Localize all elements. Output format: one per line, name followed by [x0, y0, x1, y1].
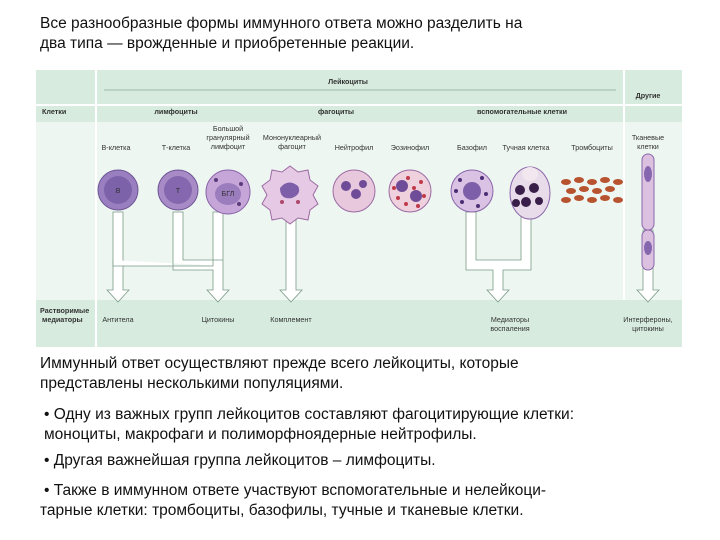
label-mono-1: Мононуклеарный	[263, 133, 321, 142]
bullet-auxiliary-line-2: тарные клетки: тромбоциты, базофилы, туч…	[40, 501, 680, 521]
heading-text: реакции.	[346, 35, 415, 52]
label-lgl-1: Большой	[213, 124, 243, 133]
label-platelets: Тромбоциты	[571, 143, 613, 152]
b-cell-letter: B	[116, 186, 121, 195]
text: • Другая важнейшая группа лейкоцитов –	[44, 452, 346, 469]
term-basophils: базофилы	[248, 502, 323, 519]
text: и	[203, 426, 222, 443]
header-other: Другие	[636, 91, 661, 100]
row-label-cells: Клетки	[42, 107, 66, 116]
label-mono-2: фагоцит	[278, 142, 307, 151]
text: .	[431, 452, 436, 469]
group-auxiliary: вспомогательные клетки	[477, 107, 567, 116]
bullet-auxiliary: • Также в иммунном ответе участвуют вспо…	[40, 481, 680, 521]
text: .	[519, 502, 524, 519]
immune-cells-figure: Лейкоциты Другие Клетки лимфоциты фагоци…	[36, 70, 682, 347]
arrow-antibodies	[106, 211, 130, 303]
term-neutrophils: полиморфноядерные нейтрофилы	[221, 426, 473, 443]
bullet-phagocytes: • Одну из важных групп лейкоцитов состав…	[44, 405, 684, 445]
term-mast-tissue-cells: тучные и тканевые клетки	[331, 502, 520, 519]
label-lgl-2: гранулярный	[206, 133, 249, 142]
label-lgl-3: лимфоцит	[211, 142, 246, 151]
arrow-cytokines	[112, 211, 230, 303]
mediator-cytokines: Цитокины	[202, 315, 235, 324]
mediator-interferons-1: Интерфероны,	[623, 315, 672, 324]
intro-line-2: представлены несколькими популяциями.	[40, 375, 344, 392]
label-eosinophil: Эозинофил	[391, 143, 429, 152]
eosinophil-cell	[388, 169, 432, 213]
header-leukocytes: Лейкоциты	[328, 77, 368, 86]
mediator-inflammation-1: Медиаторы	[491, 315, 529, 324]
text: ,	[116, 426, 125, 443]
lgl-letter: БГЛ	[222, 189, 235, 198]
mast-cell	[509, 166, 551, 220]
label-tissue-1: Тканевые	[632, 133, 664, 142]
arrow-mediators	[465, 211, 532, 303]
basophil-cell	[450, 169, 494, 213]
row-label-mediators-2: медиаторы	[42, 315, 83, 324]
group-lymphocytes: лимфоциты	[154, 107, 197, 116]
bullet-auxiliary-line-1: • Также в иммунном ответе участвуют вспо…	[44, 482, 547, 499]
term-monocytes: моноциты	[44, 426, 117, 443]
t-cell: T	[157, 169, 199, 211]
label-neutrophil: Нейтрофил	[335, 143, 374, 152]
monocyte-cell	[261, 165, 319, 225]
label-tissue-2: клетки	[637, 142, 659, 151]
slide-heading: Все разнообразные формы иммунного ответа…	[40, 14, 680, 54]
text: тарные клетки:	[40, 502, 153, 519]
bullet-phagocytes-line-1: • Одну из важных групп лейкоцитов состав…	[44, 406, 575, 423]
tissue-cells	[641, 153, 655, 271]
term-lymphocytes: лимфоциты	[345, 452, 432, 469]
heading-text: и	[217, 35, 235, 52]
heading-line-2: два типа — врожденные и приобретенные ре…	[40, 34, 680, 54]
bullet-phagocytes-line-2: моноциты, макрофаги и полиморфноядерные …	[44, 425, 684, 445]
innate-term: врожденные	[126, 35, 218, 52]
group-phagocytes: фагоциты	[318, 107, 354, 116]
intro-line-1: Иммунный ответ осуществляют прежде всего…	[40, 355, 519, 372]
label-mast-cell: Тучная клетка	[503, 143, 550, 152]
text: .	[472, 426, 477, 443]
platelets	[561, 177, 623, 203]
arrow-complement	[279, 211, 303, 303]
mediator-interferons-2: цитокины	[632, 324, 664, 333]
heading-line-1: Все разнообразные формы иммунного ответа…	[40, 15, 523, 32]
bullet-lymphocytes: • Другая важнейшая группа лейкоцитов – л…	[44, 451, 684, 471]
figure-band-top	[36, 70, 682, 122]
b-cell: B	[97, 169, 139, 211]
label-b-cell: В-клетка	[102, 143, 131, 152]
lgl-cell: БГЛ	[205, 169, 251, 215]
mediator-inflammation-2: воспаления	[490, 324, 529, 333]
t-cell-letter: T	[176, 186, 181, 195]
mediator-antibodies: Антитела	[102, 315, 133, 324]
label-t-cell: Т-клетка	[162, 143, 191, 152]
heading-text: два типа —	[40, 35, 127, 52]
acquired-term: приобретенные	[234, 35, 347, 52]
mediator-complement: Комплемент	[270, 315, 312, 324]
figure-band-bottom	[36, 300, 682, 347]
label-basophil: Базофил	[457, 143, 487, 152]
text: ,	[322, 502, 332, 519]
row-label-mediators-1: Растворимые	[40, 306, 89, 315]
paragraph-intro: Иммунный ответ осуществляют прежде всего…	[40, 354, 690, 394]
neutrophil-cell	[332, 169, 376, 213]
term-platelets: тромбоциты	[152, 502, 241, 519]
text: ,	[240, 502, 249, 519]
term-macrophages: макрофаги	[124, 426, 204, 443]
